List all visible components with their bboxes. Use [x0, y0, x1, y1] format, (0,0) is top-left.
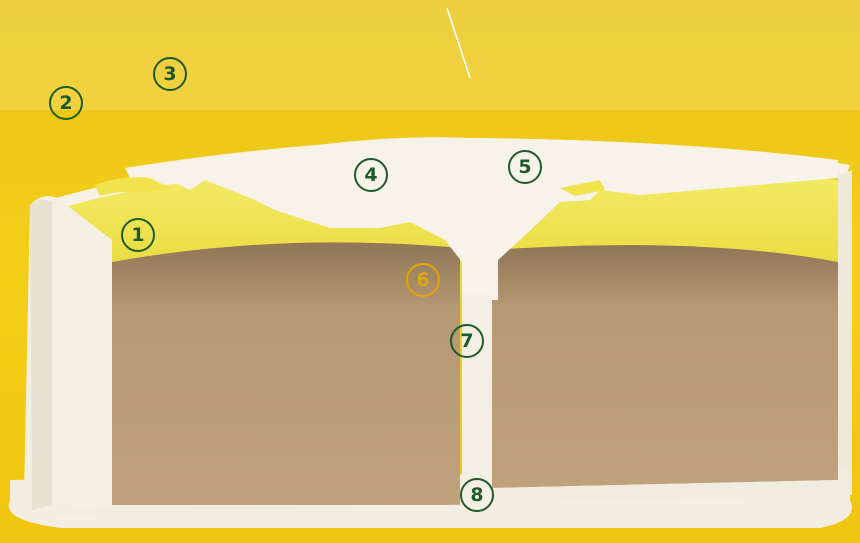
marker-4-label: 4	[364, 164, 377, 186]
outer-wall-right	[838, 170, 852, 475]
filling-right	[490, 245, 838, 488]
marker-7-label: 7	[460, 330, 473, 352]
marker-5: 5	[508, 150, 542, 184]
background-haze	[0, 0, 860, 110]
marker-3: 3	[153, 57, 187, 91]
marker-4: 4	[354, 158, 388, 192]
marker-2-label: 2	[59, 92, 72, 114]
marker-1-label: 1	[131, 224, 144, 246]
marker-5-label: 5	[518, 156, 531, 178]
marker-2: 2	[49, 86, 83, 120]
marker-7: 7	[450, 324, 484, 358]
marker-8-label: 8	[470, 484, 483, 506]
marker-6: 6	[406, 263, 440, 297]
outer-wall-left-shade	[30, 200, 52, 510]
marker-3-label: 3	[163, 63, 176, 85]
marker-1: 1	[121, 218, 155, 252]
marker-8: 8	[460, 478, 494, 512]
marker-6-label: 6	[416, 269, 429, 291]
